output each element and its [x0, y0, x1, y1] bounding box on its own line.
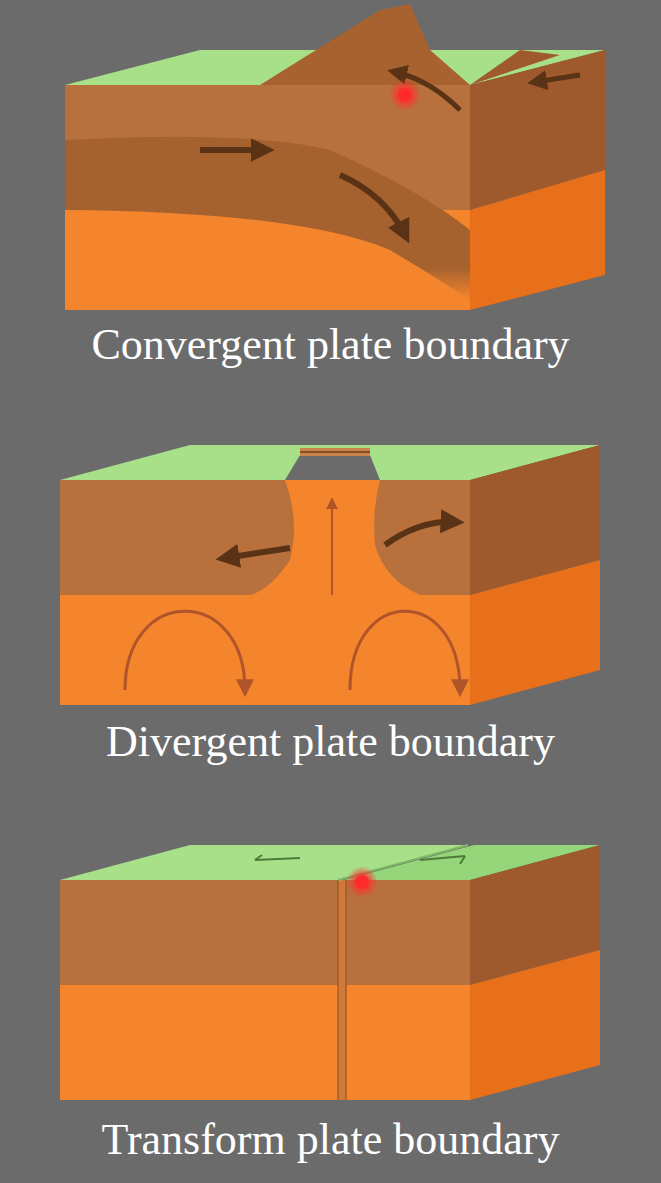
- boundary-caption: Divergent plate boundary: [106, 717, 555, 768]
- boundary-caption: Transform plate boundary: [102, 1115, 560, 1166]
- divergent-block: [60, 445, 600, 705]
- convergent-block: [65, 4, 605, 310]
- boundary-caption: Convergent plate boundary: [91, 320, 569, 371]
- transform-block: [60, 845, 600, 1100]
